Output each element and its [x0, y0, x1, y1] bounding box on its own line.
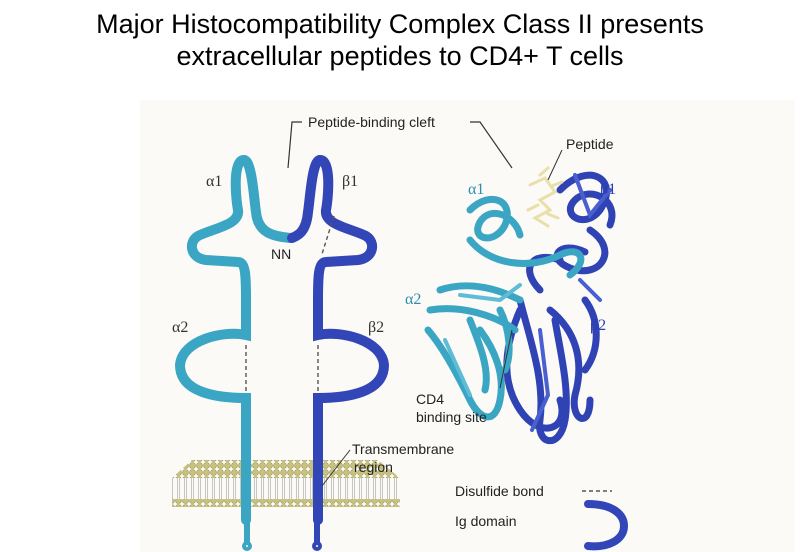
legend — [582, 490, 629, 551]
alpha-chain-schematic — [174, 155, 295, 525]
structure-alpha1-label: α1 — [468, 181, 484, 198]
schematic-alpha1-label: α1 — [206, 173, 222, 190]
structure-beta1-label: β1 — [600, 181, 616, 198]
transmembrane-label-line2: region — [354, 459, 393, 475]
structure-alpha2-label: α2 — [405, 291, 421, 308]
schematic-alpha2-label: α2 — [172, 319, 188, 336]
legend-ig-domain-label: Ig domain — [455, 513, 516, 529]
slide-title-line-2: extracellular peptides to CD4+ T cells — [176, 41, 624, 71]
transmembrane-label-line1: Transmembrane — [352, 441, 454, 457]
peptide-pointer — [547, 149, 563, 181]
legend-disulfide-label: Disulfide bond — [455, 483, 544, 499]
disulfide-bonds — [245, 215, 335, 392]
cleft-label: Peptide-binding cleft — [308, 114, 435, 130]
cleft-pointer — [287, 121, 302, 169]
slide-title-line-1: Major Histocompatibility Complex Class I… — [96, 9, 704, 39]
cell-membrane — [172, 460, 400, 507]
cd4-pointer — [499, 329, 513, 389]
nn-label: NN — [271, 246, 291, 262]
legend-ig-domain-swatch — [584, 500, 629, 551]
beta-chain-schematic — [287, 155, 390, 525]
peptide-label: Peptide — [566, 136, 614, 152]
schematic-beta1-label: β1 — [342, 173, 358, 190]
cd4-label-line2: binding site — [416, 409, 487, 425]
transmembrane-pointer — [321, 449, 351, 487]
cd4-label-line1: CD4 — [416, 391, 444, 407]
ribbon-structure — [424, 166, 616, 445]
structure-beta2-label: β2 — [590, 317, 606, 334]
cleft-pointer-right — [470, 121, 513, 169]
schematic-beta2-label: β2 — [368, 319, 384, 336]
